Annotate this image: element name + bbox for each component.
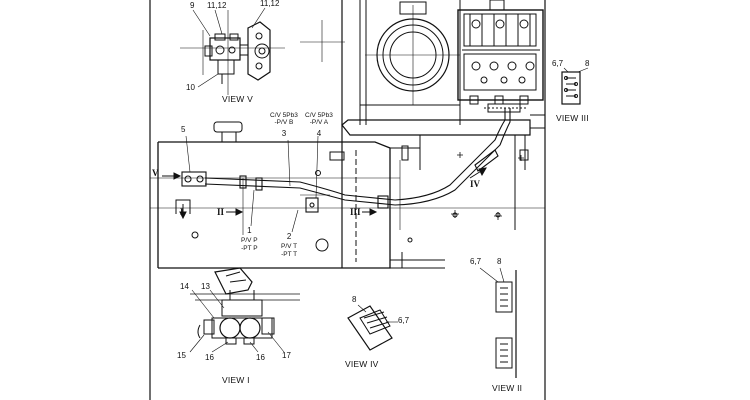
view-ii-title: VIEW II <box>492 383 523 393</box>
callout-2: 2 <box>286 232 292 241</box>
port-2-line-2: -PT T <box>281 250 298 258</box>
port-4-line-2: -P/V A <box>309 119 329 127</box>
port-label-2: 2 P/V T -PT T <box>281 232 297 258</box>
view-iii-detail <box>561 67 589 105</box>
view-v-marker: V <box>152 168 159 178</box>
port-4-line-1: C/V 5Pb3 <box>305 112 333 119</box>
port-label-4: C/V 5Pb3 -P/V A 4 <box>305 112 333 138</box>
port-label-3: C/V 5Pb3 -P/V B 3 <box>270 112 298 138</box>
callout-16-left: 16 <box>205 353 214 362</box>
callout-5: 5 <box>181 125 186 134</box>
callout-15: 15 <box>177 351 186 360</box>
callout-13: 13 <box>201 282 210 291</box>
control-valve-block <box>457 0 545 129</box>
callout-6-7-view-ii: 6,7 <box>470 257 482 266</box>
view-iv-marker: IV <box>470 179 481 189</box>
view-iv-detail <box>347 304 398 351</box>
callout-6-7-view-iii: 6,7 <box>552 59 564 68</box>
view-ii-marker: II <box>217 207 225 217</box>
port-3-line-2: -P/V B <box>274 119 294 127</box>
view-i-detail <box>189 267 300 353</box>
view-arrows <box>162 167 487 220</box>
port-2-line-1: P/V T <box>281 243 298 251</box>
view-iv-title: VIEW IV <box>345 359 379 369</box>
callout-3: 3 <box>281 128 287 138</box>
page-frame <box>149 0 546 400</box>
view-iii-title: VIEW III <box>556 113 589 123</box>
port-label-1: 1 P/V P -PT P <box>241 226 258 252</box>
callout-8-view-iii: 8 <box>585 59 590 68</box>
port-1-line-1: P/V P <box>241 237 258 245</box>
view-i-marker: I <box>180 207 184 217</box>
callout-6-7-view-iv: 6,7 <box>398 316 410 325</box>
view-i-title: VIEW I <box>222 375 250 385</box>
callout-14: 14 <box>180 282 189 291</box>
reference-marks <box>451 152 524 220</box>
center-frame-outline <box>300 0 461 268</box>
view-iii-marker: III <box>350 207 361 217</box>
callout-9: 9 <box>190 1 195 10</box>
callout-leaders <box>185 135 319 233</box>
callout-4: 4 <box>316 128 322 138</box>
center-lines <box>150 160 545 235</box>
pipe-routing <box>181 108 511 213</box>
callout-17: 17 <box>282 351 291 360</box>
callout-16-right: 16 <box>256 353 265 362</box>
tank-outline <box>157 119 531 269</box>
callout-11-12-right: 11,12 <box>260 0 280 8</box>
callout-8-view-ii: 8 <box>497 257 502 266</box>
port-3-line-1: C/V 5Pb3 <box>270 112 298 119</box>
callout-1: 1 <box>247 226 252 235</box>
port-1-line-2: -PT P <box>241 244 258 252</box>
callout-10: 10 <box>186 83 195 92</box>
view-v-title: VIEW V <box>222 94 253 104</box>
callout-8-view-iv: 8 <box>352 295 357 304</box>
view-ii-detail <box>479 267 517 378</box>
callout-11-12-left: 11,12 <box>207 1 227 10</box>
view-v-detail <box>180 7 285 95</box>
